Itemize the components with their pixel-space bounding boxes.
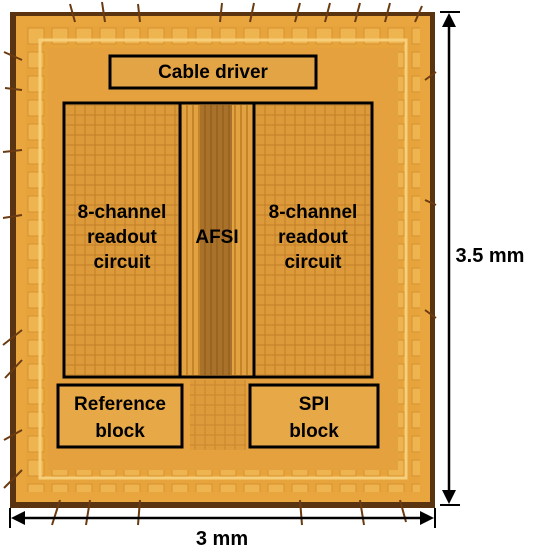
height-dimension bbox=[440, 11, 460, 506]
width-dimension bbox=[9, 508, 436, 528]
afsi-label: AFSI bbox=[195, 227, 238, 248]
readout-right-block bbox=[252, 101, 374, 379]
reference-block bbox=[56, 383, 184, 449]
afsi-center-channel bbox=[200, 105, 232, 375]
reference-label-line1: Reference bbox=[74, 394, 166, 415]
readout-left-texture bbox=[66, 105, 178, 375]
readout-left-label-line1: 8-channel bbox=[78, 202, 167, 223]
readout-left-label-line2: readout bbox=[87, 227, 157, 248]
readout-right-label-line1: 8-channel bbox=[269, 202, 358, 223]
reference-texture bbox=[60, 387, 180, 445]
height-arrow-down-icon bbox=[442, 490, 456, 504]
spi-texture bbox=[252, 387, 376, 445]
spi-block bbox=[248, 383, 380, 449]
readout-right-label-line3: circuit bbox=[284, 252, 342, 273]
width-arrow-left-icon bbox=[11, 511, 25, 525]
width-arrow-right-icon bbox=[420, 511, 434, 525]
cable-driver-block bbox=[108, 54, 318, 90]
readout-right-texture bbox=[256, 105, 370, 375]
die-inner-ring bbox=[38, 38, 408, 480]
cable-driver-label: Cable driver bbox=[158, 62, 268, 83]
readout-right-label-line2: readout bbox=[278, 227, 348, 248]
spi-label-line1: SPI bbox=[299, 394, 330, 415]
spi-label-line2: block bbox=[289, 421, 339, 442]
readout-left-label-line3: circuit bbox=[93, 252, 151, 273]
width-label: 3 mm bbox=[196, 528, 248, 550]
height-arrow-up-icon bbox=[442, 13, 456, 27]
reference-label-line2: block bbox=[95, 421, 145, 442]
cable-driver-texture bbox=[110, 56, 316, 88]
bond-wires bbox=[2, 1, 437, 526]
height-label: 3.5 mm bbox=[456, 245, 525, 267]
bottom-wiring-texture bbox=[190, 380, 246, 450]
